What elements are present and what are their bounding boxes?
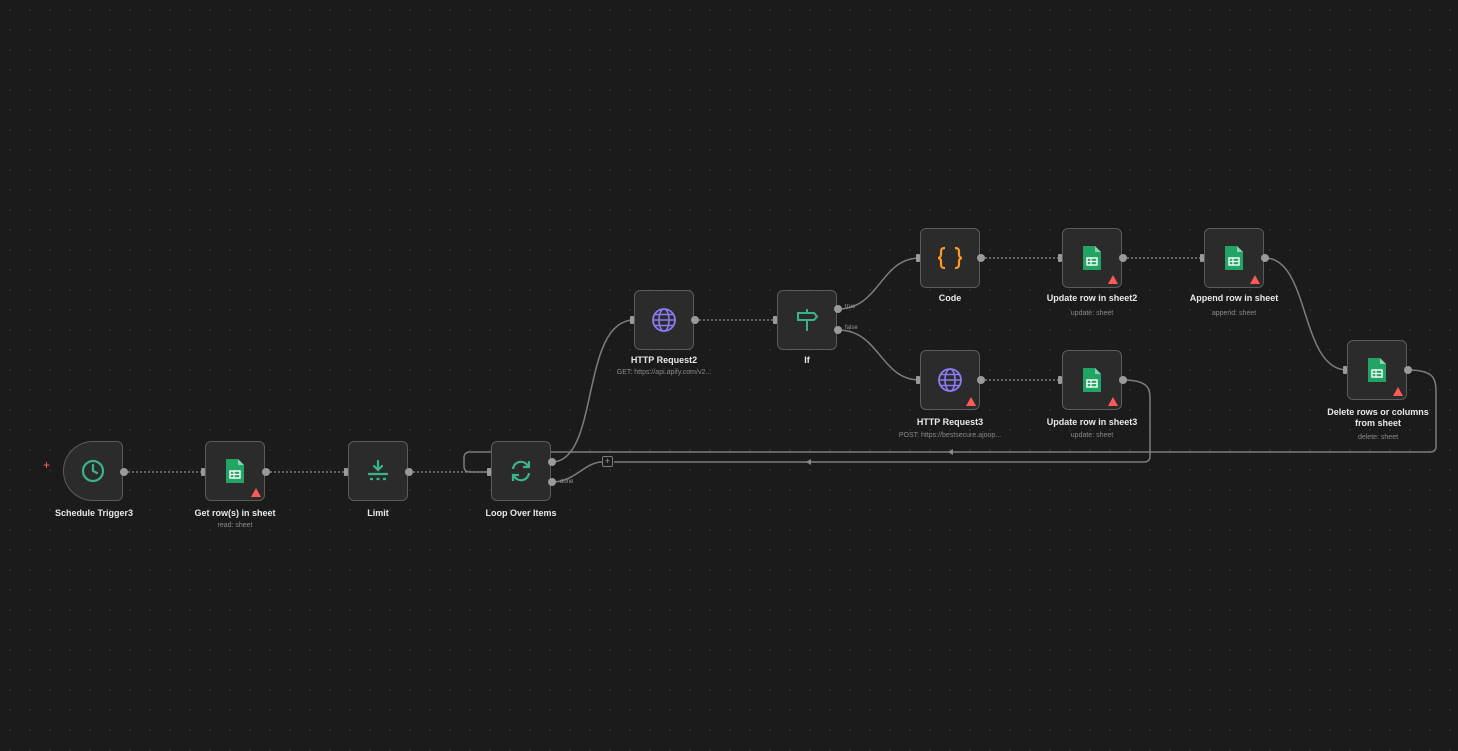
- loop-icon: [508, 458, 534, 484]
- node-sublabel: update: sheet: [1070, 432, 1114, 439]
- node-sublabel: delete: sheet: [1357, 434, 1399, 441]
- node-label: Get row(s) in sheet: [194, 508, 276, 518]
- node-append-row[interactable]: [1204, 228, 1264, 288]
- google-sheets-icon: [1366, 357, 1388, 383]
- node-http-request2[interactable]: [634, 290, 694, 350]
- wire-arrow-icon: [806, 459, 811, 465]
- braces-icon: [935, 245, 965, 271]
- node-http-request3[interactable]: [920, 350, 980, 410]
- input-port[interactable]: [1058, 254, 1062, 262]
- limit-icon: [365, 458, 391, 484]
- globe-icon: [937, 367, 963, 393]
- branch-label-done: done: [560, 479, 574, 485]
- output-port[interactable]: [977, 376, 985, 384]
- node-delete-rows[interactable]: [1347, 340, 1407, 400]
- google-sheets-icon: [1223, 245, 1245, 271]
- google-sheets-icon: [1081, 245, 1103, 271]
- node-limit[interactable]: [348, 441, 408, 501]
- input-port[interactable]: [1343, 366, 1347, 374]
- input-port[interactable]: [487, 468, 491, 476]
- node-label: Append row in sheet: [1189, 293, 1279, 303]
- node-update-row2[interactable]: [1062, 228, 1122, 288]
- wire-arrow-icon: [948, 449, 953, 455]
- warning-icon: [1108, 275, 1118, 284]
- output-port[interactable]: [405, 468, 413, 476]
- connection-update3-loop[interactable]: [614, 379, 1151, 463]
- connection-delete-loop[interactable]: [463, 369, 1437, 473]
- input-port[interactable]: [1058, 376, 1062, 384]
- output-port[interactable]: [1119, 254, 1127, 262]
- output-port-false[interactable]: [834, 326, 842, 334]
- node-label: Limit: [367, 508, 389, 518]
- node-code[interactable]: [920, 228, 980, 288]
- node-label: Update row in sheet2: [1046, 293, 1138, 303]
- input-port[interactable]: [630, 316, 634, 324]
- warning-icon: [1250, 275, 1260, 284]
- output-port[interactable]: [1404, 366, 1412, 374]
- warning-icon: [251, 488, 261, 497]
- connection-if-http3[interactable]: [837, 329, 921, 381]
- node-schedule-trigger[interactable]: [63, 441, 123, 501]
- input-port[interactable]: [344, 468, 348, 476]
- node-sublabel: read: sheet: [217, 522, 253, 529]
- branch-label-false: false: [845, 325, 858, 331]
- node-if[interactable]: [777, 290, 837, 350]
- node-update-row3[interactable]: [1062, 350, 1122, 410]
- connection-if-code[interactable]: [837, 257, 921, 310]
- warning-icon: [1108, 397, 1118, 406]
- warning-icon: [1393, 387, 1403, 396]
- input-port[interactable]: [201, 468, 205, 476]
- node-label: If: [804, 355, 810, 365]
- branch-label-true: true: [845, 304, 856, 310]
- output-port[interactable]: [1119, 376, 1127, 384]
- warning-icon: [966, 397, 976, 406]
- node-sublabel: POST: https://bestsecure.ajoop...: [898, 432, 1002, 439]
- connection-loop-http2[interactable]: [551, 319, 635, 463]
- output-port[interactable]: [977, 254, 985, 262]
- add-node-icon[interactable]: +: [602, 456, 613, 467]
- input-port[interactable]: [1200, 254, 1204, 262]
- node-sublabel: append: sheet: [1211, 310, 1257, 317]
- output-port-loop[interactable]: [548, 458, 556, 466]
- input-port[interactable]: [916, 254, 920, 262]
- connection-loop-done[interactable]: [551, 461, 603, 483]
- trigger-plus-icon[interactable]: +: [43, 458, 51, 472]
- clock-icon: [80, 458, 106, 484]
- output-port[interactable]: [691, 316, 699, 324]
- output-port-true[interactable]: [834, 305, 842, 313]
- google-sheets-icon: [1081, 367, 1103, 393]
- node-get-rows[interactable]: [205, 441, 265, 501]
- node-label: Code: [938, 293, 962, 303]
- node-sublabel: update: sheet: [1070, 310, 1114, 317]
- output-port[interactable]: [1261, 254, 1269, 262]
- node-loop-over-items[interactable]: [491, 441, 551, 501]
- node-label: Update row in sheet3: [1046, 417, 1138, 427]
- input-port[interactable]: [773, 316, 777, 324]
- google-sheets-icon: [224, 458, 246, 484]
- globe-icon: [651, 307, 677, 333]
- signpost-icon: [794, 307, 820, 333]
- output-port[interactable]: [120, 468, 128, 476]
- input-port[interactable]: [916, 376, 920, 384]
- node-label: Delete rows or columns from sheet: [1327, 407, 1429, 428]
- node-label: HTTP Request3: [916, 417, 984, 427]
- output-port[interactable]: [262, 468, 270, 476]
- node-label: Loop Over Items: [485, 508, 557, 518]
- node-label: HTTP Request2: [630, 355, 698, 365]
- connection-append-delete[interactable]: [1264, 257, 1348, 371]
- output-port-done[interactable]: [548, 478, 556, 486]
- node-label: Schedule Trigger3: [54, 508, 134, 518]
- node-sublabel: GET: https://api.apify.com/v2...: [616, 369, 712, 376]
